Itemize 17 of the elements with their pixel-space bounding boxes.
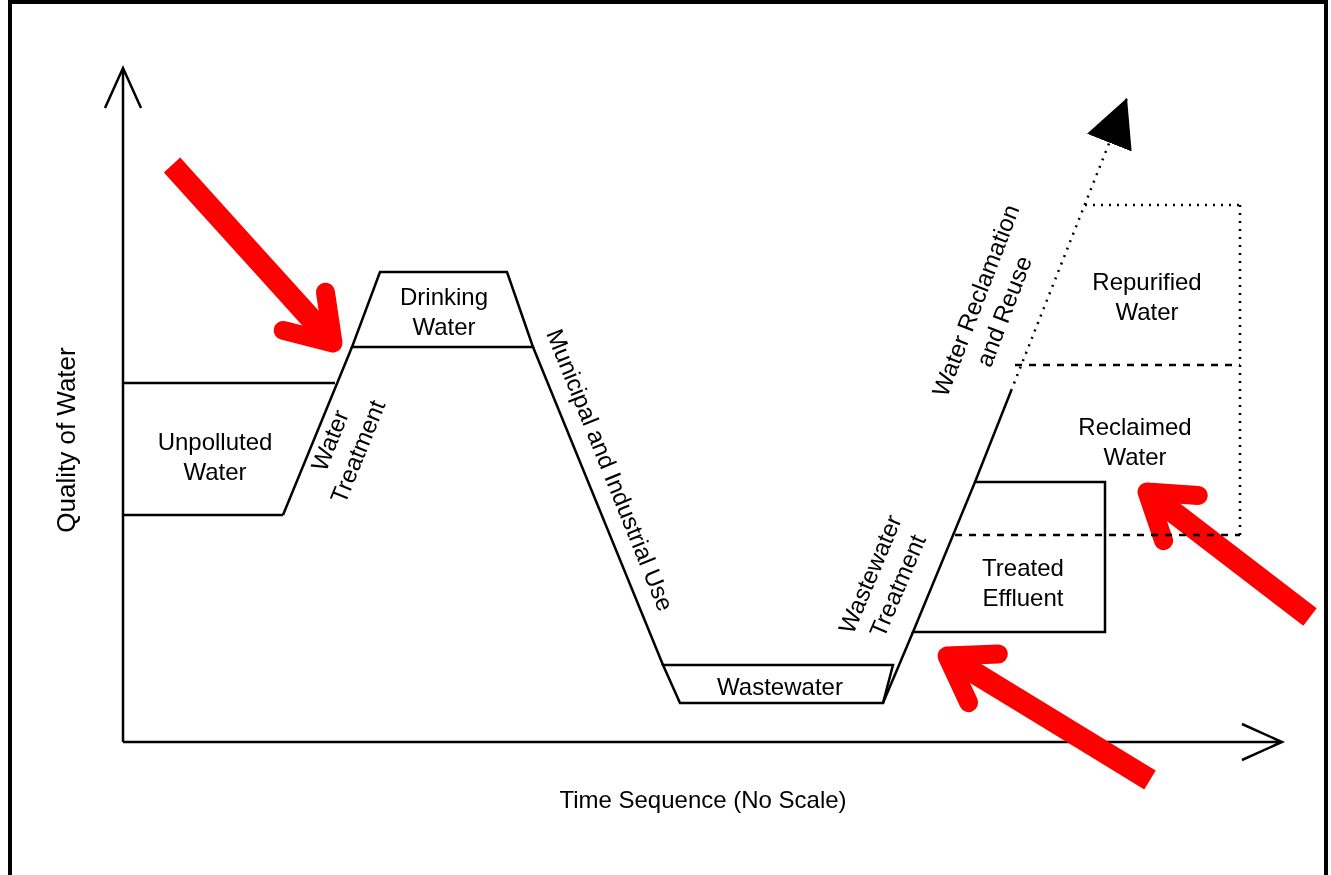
pointer-arrow <box>937 644 1156 790</box>
level-label: Repurified Water <box>1091 267 1203 327</box>
connector-line <box>881 631 915 704</box>
level-box <box>663 665 893 703</box>
x-axis-title: Time Sequence (No Scale) <box>559 785 847 815</box>
y-axis-title: Quality of Water <box>49 347 82 533</box>
level-box <box>352 272 533 347</box>
level-label: Wastewater <box>716 672 844 702</box>
level-label: Drinking Water <box>399 282 489 342</box>
pointer-arrow <box>163 157 343 353</box>
arrow <box>973 97 1132 483</box>
level-label: Unpolluted Water <box>156 427 274 487</box>
level-label: Reclaimed Water <box>1077 412 1193 472</box>
pointer-arrow <box>1137 482 1317 626</box>
level-label: Treated Effluent <box>981 553 1065 613</box>
connector-line <box>531 346 665 666</box>
connector-line <box>281 346 354 516</box>
